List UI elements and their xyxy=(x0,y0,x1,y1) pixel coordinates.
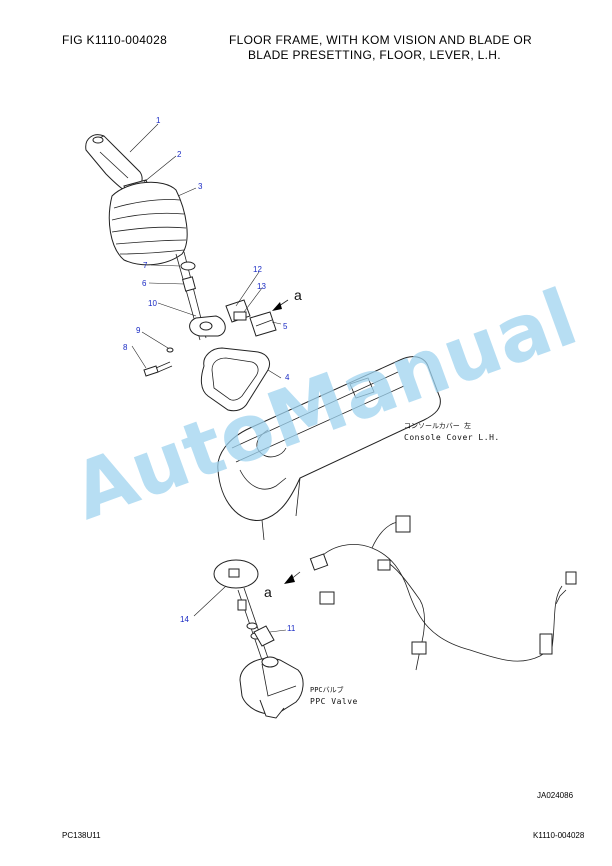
ppc-linkage xyxy=(213,559,304,719)
figure-title-line2: BLADE PRESETTING, FLOOR, LEVER, L.H. xyxy=(248,48,501,62)
callout-10: 10 xyxy=(148,299,157,308)
callout-8: 8 xyxy=(123,343,128,352)
lever-assembly xyxy=(85,134,277,412)
ppc-valve-label-en: PPC Valve xyxy=(310,697,358,706)
callout-5: 5 xyxy=(283,322,288,331)
callout-6: 6 xyxy=(142,279,147,288)
console-cover xyxy=(217,356,441,541)
drawing-code: JA024086 xyxy=(537,791,574,800)
callout-12: 12 xyxy=(253,265,262,274)
reference-arrow-bottom xyxy=(284,571,301,584)
page-code: K1110-004028 xyxy=(533,831,585,840)
wiring-harness xyxy=(309,515,577,671)
callout-4: 4 xyxy=(285,373,290,382)
console-cover-label-en: Console Cover L.H. xyxy=(404,433,500,442)
callout-2: 2 xyxy=(177,150,182,159)
reference-label-a-bottom: a xyxy=(264,584,272,600)
figure-number: FIG K1110-004028 xyxy=(62,33,168,47)
callout-3: 3 xyxy=(198,182,203,191)
ppc-valve-label-jp: PPCバルブ xyxy=(310,685,344,694)
callout-1: 1 xyxy=(156,116,161,125)
reference-arrow-top xyxy=(272,299,289,311)
model-code: PC138U11 xyxy=(62,831,101,840)
leader-lines xyxy=(129,123,287,633)
callout-14: 14 xyxy=(180,615,189,624)
callout-11: 11 xyxy=(287,624,296,633)
reference-label-a-top: a xyxy=(294,287,302,303)
figure-title-line1: FLOOR FRAME, WITH KOM VISION AND BLADE O… xyxy=(229,33,533,47)
callout-7: 7 xyxy=(143,261,148,270)
console-cover-label-jp: コンソールカバー 左 xyxy=(404,421,471,430)
callout-13: 13 xyxy=(257,282,266,291)
watermark: AutoManual xyxy=(62,273,588,538)
callout-9: 9 xyxy=(136,326,141,335)
